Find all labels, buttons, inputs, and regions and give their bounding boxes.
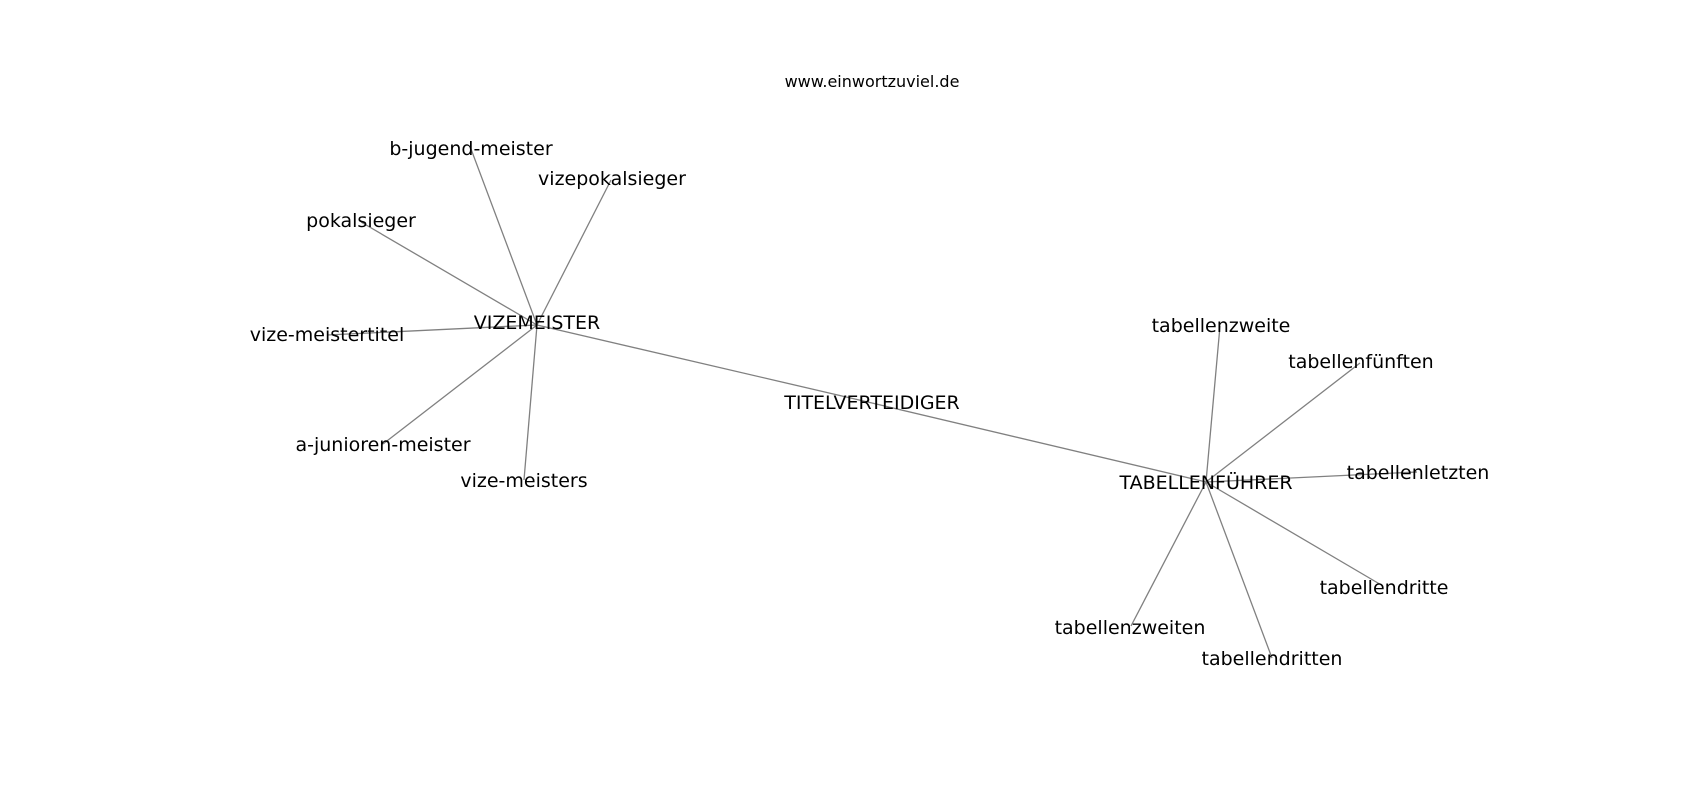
node-tabellenletzten: tabellenletzten <box>1347 462 1490 484</box>
edge-vizemeister-vize-meisters <box>523 324 538 481</box>
edge-vizemeister-b-jugend-meister <box>470 148 538 326</box>
node-tabellendritte: tabellendritte <box>1320 577 1449 599</box>
node-tabellendritten: tabellendritten <box>1202 648 1343 670</box>
edge-vizemeister-titelverteidiger <box>536 324 873 404</box>
node-vize-meisters: vize-meisters <box>460 470 587 492</box>
edge-tabellenfuehrer-tabellenzweiten <box>1130 481 1207 627</box>
edge-tabellenfuehrer-tabellendritte <box>1205 481 1384 587</box>
edge-vizemeister-vizepokalsieger <box>536 179 612 326</box>
edge-vizemeister-a-junioren-meister <box>382 324 538 445</box>
site-watermark: www.einwortzuviel.de <box>785 72 960 91</box>
node-vizepokalsieger: vizepokalsieger <box>538 168 686 190</box>
node-vize-meistertitel: vize-meistertitel <box>250 324 405 346</box>
edge-vizemeister-pokalsieger <box>360 221 538 326</box>
node-tabellenzweiten: tabellenzweiten <box>1055 617 1206 639</box>
edges <box>326 148 1418 659</box>
node-titelverteidiger: TITELVERTEIDIGER <box>783 392 960 414</box>
node-tabellenzweite: tabellenzweite <box>1152 315 1291 337</box>
edge-tabellenfuehrer-tabellenletzten <box>1205 471 1418 483</box>
node-b-jugend-meister: b-jugend-meister <box>389 138 552 160</box>
node-labels: VIZEMEISTER TITELVERTEIDIGER TABELLENFÜH… <box>250 138 1490 670</box>
edge-tabellenfuehrer-tabellenfuenften <box>1205 362 1361 483</box>
edge-tabellenfuehrer-tabellendritten <box>1205 481 1273 659</box>
edge-titelverteidiger-tabellenfuehrer <box>871 402 1207 483</box>
node-tabellenfuenften: tabellenfünften <box>1288 351 1433 373</box>
node-a-junioren-meister: a-junioren-meister <box>295 434 470 456</box>
edge-vizemeister-vize-meistertitel <box>326 324 538 336</box>
node-pokalsieger: pokalsieger <box>306 210 416 232</box>
edge-tabellenfuehrer-tabellenzweite <box>1205 325 1221 483</box>
node-tabellenfuehrer: TABELLENFÜHRER <box>1118 471 1292 494</box>
node-vizemeister: VIZEMEISTER <box>474 312 601 334</box>
